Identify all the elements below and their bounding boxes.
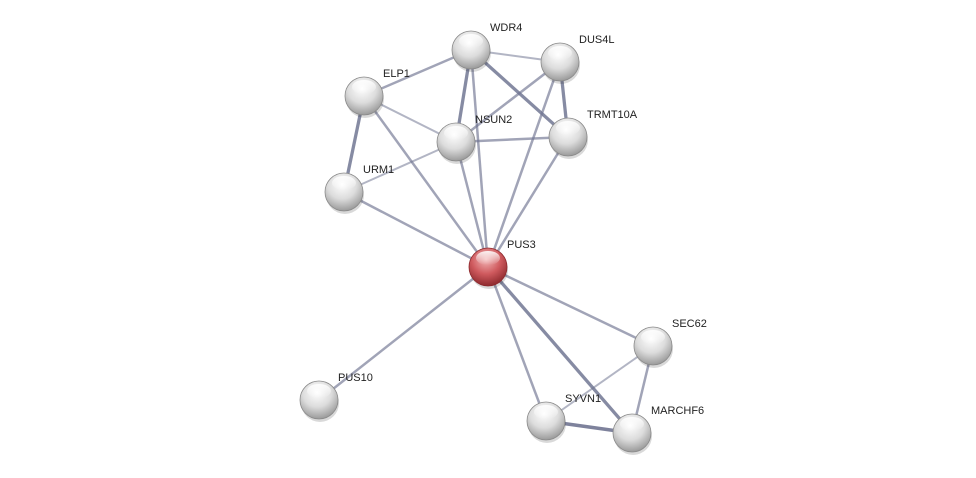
node-elp1[interactable]: ELP1 xyxy=(344,68,410,118)
node-highlight xyxy=(534,405,558,419)
edge-sec62-syvn1[interactable] xyxy=(545,345,654,422)
node-highlight xyxy=(459,34,483,48)
edge-urm1-pus3[interactable] xyxy=(343,190,489,269)
node-urm1[interactable]: URM1 xyxy=(324,164,394,214)
edge-nsun2-urm1[interactable] xyxy=(343,141,457,193)
node-label: MARCHF6 xyxy=(651,405,704,417)
node-nsun2[interactable]: NSUN2 xyxy=(436,114,512,164)
node-label: SEC62 xyxy=(672,318,707,330)
node-trmt10a[interactable]: TRMT10A xyxy=(548,109,638,159)
edge-nsun2-pus3[interactable] xyxy=(454,141,490,268)
node-highlight xyxy=(444,126,468,140)
node-pus3[interactable]: PUS3 xyxy=(468,239,536,289)
node-label: NSUN2 xyxy=(475,114,512,126)
node-highlight xyxy=(307,384,331,398)
node-label: URM1 xyxy=(363,164,394,176)
node-marchf6[interactable]: MARCHF6 xyxy=(612,405,704,455)
node-pus10[interactable]: PUS10 xyxy=(299,372,373,422)
node-highlight xyxy=(620,417,644,431)
node-sec62[interactable]: SEC62 xyxy=(633,318,707,368)
node-label: PUS3 xyxy=(507,239,536,251)
node-highlight xyxy=(332,176,356,190)
node-label: DUS4L xyxy=(579,34,614,46)
edge-wdr4-elp1[interactable] xyxy=(363,48,472,98)
node-label: SYVN1 xyxy=(565,393,601,405)
node-label: TRMT10A xyxy=(587,109,638,121)
edge-dus4l-pus3[interactable] xyxy=(486,61,562,268)
edge-trmt10a-pus3[interactable] xyxy=(486,136,570,268)
node-label: WDR4 xyxy=(490,22,522,34)
node-highlight xyxy=(352,80,376,94)
edge-pus3-syvn1[interactable] xyxy=(486,266,548,422)
edge-pus3-pus10[interactable] xyxy=(318,266,489,401)
node-wdr4[interactable]: WDR4 xyxy=(451,22,522,72)
edge-elp1-pus3[interactable] xyxy=(362,95,490,268)
node-highlight xyxy=(641,330,665,344)
node-label: PUS10 xyxy=(338,372,373,384)
node-dus4l[interactable]: DUS4L xyxy=(540,34,614,84)
node-highlight xyxy=(556,121,580,135)
node-highlight xyxy=(476,251,500,265)
edge-dus4l-nsun2[interactable] xyxy=(455,61,561,143)
edge-pus3-marchf6[interactable] xyxy=(486,265,634,435)
node-highlight xyxy=(548,46,572,60)
node-label: ELP1 xyxy=(383,68,410,80)
edge-pus3-sec62[interactable] xyxy=(487,265,654,348)
edge-wdr4-pus3[interactable] xyxy=(469,49,490,268)
node-syvn1[interactable]: SYVN1 xyxy=(526,393,601,443)
